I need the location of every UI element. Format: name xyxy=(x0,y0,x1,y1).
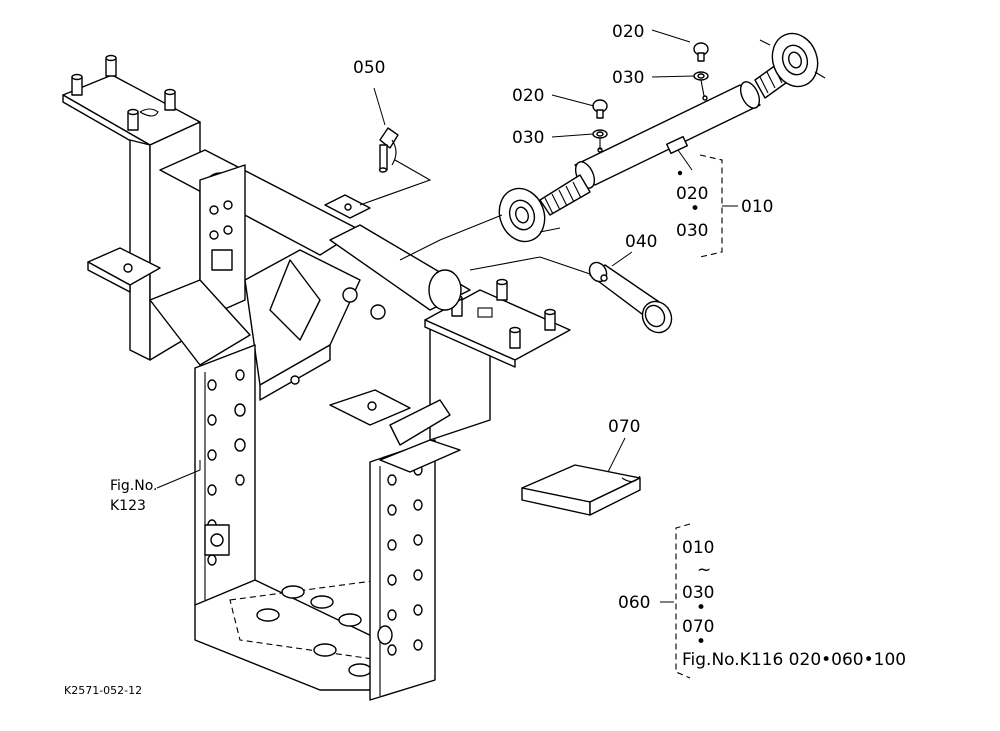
right-plate-holes xyxy=(377,464,423,656)
figref-line2: K123 xyxy=(110,498,146,514)
kit-060-dot1: • xyxy=(696,598,706,618)
kit-060-dot2: • xyxy=(696,632,706,652)
leader-040 xyxy=(611,251,633,267)
callout-040: 040 xyxy=(625,232,657,252)
ball-axis-right xyxy=(759,39,771,46)
drawing-code: K2571-052-12 xyxy=(64,684,142,697)
leader-070 xyxy=(607,437,626,473)
ball-axis-left xyxy=(399,214,503,261)
kit-060-l3: 070 xyxy=(682,617,714,637)
callout-010: 010 xyxy=(741,197,773,217)
callout-050: 050 xyxy=(353,58,385,78)
callout-030-top: 030 xyxy=(612,68,644,88)
figref-line1: Fig.No. xyxy=(110,478,158,494)
kit-010-line2: 030 xyxy=(676,221,708,241)
floor-bolts xyxy=(256,585,372,677)
leader-030-left xyxy=(551,133,594,138)
callout-020-top: 020 xyxy=(612,22,644,42)
callout-020-left: 020 xyxy=(512,86,544,106)
kit-060-tilde: ~ xyxy=(697,560,711,580)
figref-leader xyxy=(156,460,201,489)
top-link-assembly xyxy=(498,32,819,243)
leader-020-top xyxy=(651,29,691,43)
lynch-pin-path xyxy=(359,159,432,206)
leader-030-top xyxy=(651,75,695,78)
leader-050 xyxy=(373,87,386,126)
callout-060: 060 xyxy=(618,593,650,613)
grease-nipple-top xyxy=(693,42,709,97)
grease-nipple-left xyxy=(592,99,608,150)
pin-axis xyxy=(539,256,591,275)
pin-axis-b xyxy=(469,256,541,271)
kit-010-line1: 020 xyxy=(676,184,708,204)
leader-010-kit xyxy=(677,149,693,171)
pin-040 xyxy=(588,261,673,334)
bolt-group-top xyxy=(71,54,176,131)
ball-axis-left-b xyxy=(539,227,561,233)
manual-070 xyxy=(521,464,641,516)
leader-020-left xyxy=(551,94,595,107)
ball-axis-right-b xyxy=(814,71,826,79)
kit-060-l1: 010 xyxy=(682,538,714,558)
kit-marker-dot xyxy=(677,170,683,176)
callout-030-left: 030 xyxy=(512,128,544,148)
kit-060-l4: Fig.No.K116 020•060•100 xyxy=(682,650,906,670)
lynch-pin-050 xyxy=(378,127,399,173)
left-plate-holes xyxy=(204,369,246,566)
hitch-frame xyxy=(62,54,571,701)
callout-070: 070 xyxy=(608,417,640,437)
kit-010-dot: • xyxy=(690,199,700,219)
bracket-010 xyxy=(699,154,723,258)
kit-060-l2: 030 xyxy=(682,583,714,603)
